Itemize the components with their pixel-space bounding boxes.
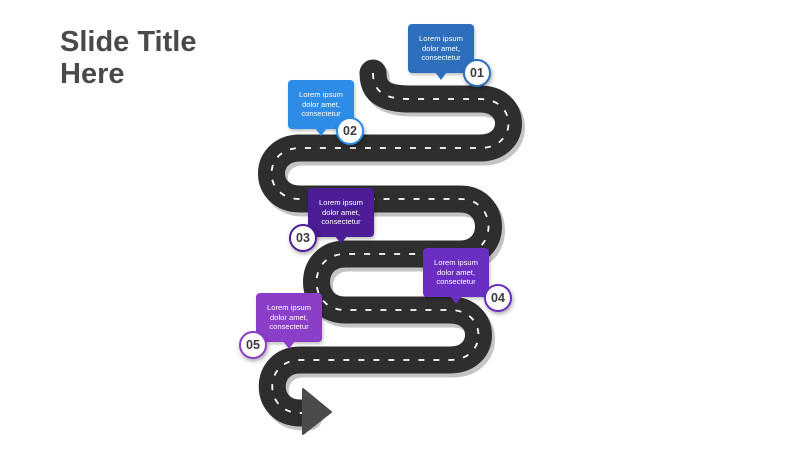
step-4-badge: 04 [484,284,512,312]
step-2-badge: 02 [336,117,364,145]
road-end-arrow-icon [302,388,332,435]
step-3-badge: 03 [289,224,317,252]
step-1-callout: Lorem ipsum dolor amet, consectetur [408,24,474,80]
step-5-callout: Lorem ipsum dolor amet, consectetur [256,293,322,349]
step-4-text: Lorem ipsum dolor amet, consectetur [434,258,478,287]
step-5-callout-tail [283,341,295,349]
step-2-callout-tail [315,128,327,136]
step-1-text: Lorem ipsum dolor amet, consectetur [419,34,463,63]
slide-title: Slide Title Here [60,26,196,90]
step-4-callout: Lorem ipsum dolor amet, consectetur [423,248,489,304]
step-5-badge: 05 [239,331,267,359]
step-3-callout-tail [335,236,347,244]
road-center-dashes [270,72,510,414]
slide-title-line-1: Slide Title [60,26,197,58]
step-4-callout-tail [450,296,462,304]
step-1-callout-tail [435,72,447,80]
step-5-text: Lorem ipsum dolor amet, consectetur [267,303,311,332]
step-3-callout: Lorem ipsum dolor amet, consectetur [308,188,374,244]
step-3-text: Lorem ipsum dolor amet, consectetur [319,198,363,227]
step-1-badge: 01 [463,59,491,87]
step-2-text: Lorem ipsum dolor amet, consectetur [299,90,343,119]
slide-title-line-2: Here [60,58,125,90]
